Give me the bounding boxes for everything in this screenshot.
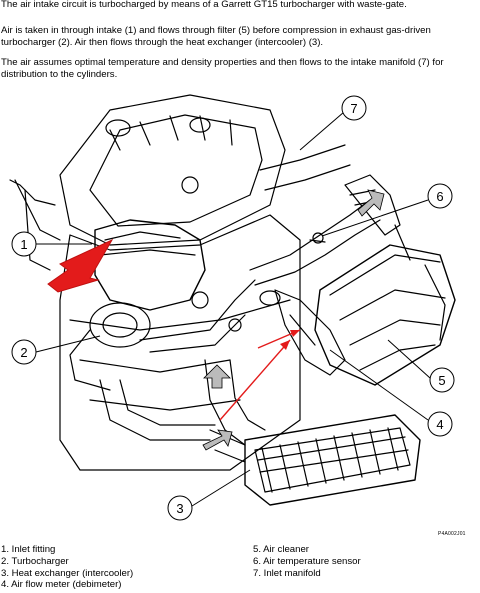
callout-7: 7 xyxy=(299,95,367,151)
legend-item: 6. Air temperature sensor xyxy=(253,555,361,567)
svg-text:5: 5 xyxy=(438,373,445,388)
callout-2: 2 xyxy=(11,335,101,365)
air-cleaner xyxy=(314,244,456,386)
svg-text:2: 2 xyxy=(20,345,27,360)
intake-pipes xyxy=(99,144,381,446)
intercooler xyxy=(209,414,421,506)
callout-1: 1 xyxy=(11,231,92,257)
legend-left: 1. Inlet fitting 2. Turbocharger 3. Heat… xyxy=(1,544,133,591)
callout-4: 4 xyxy=(329,349,453,437)
svg-text:3: 3 xyxy=(176,501,183,516)
legend-item: 4. Air flow meter (debimeter) xyxy=(1,579,122,591)
flow-arrow-1 xyxy=(219,339,291,421)
inlet-fitting xyxy=(94,219,206,311)
callout-3: 3 xyxy=(167,469,251,521)
intro-paragraph-3: The air assumes optimal temperature and … xyxy=(1,57,444,80)
figure-code: P4A002J01 xyxy=(438,531,466,537)
engine-block xyxy=(9,94,301,471)
callout-5: 5 xyxy=(387,339,455,393)
intro-paragraph-1: The air intake circuit is turbocharged b… xyxy=(1,0,407,10)
legend-item: 7. Inlet manifold xyxy=(253,567,321,579)
engine-air-intake-diagram: 1 2 3 4 5 6 7 xyxy=(9,94,456,521)
airflow-arrows xyxy=(47,189,385,451)
air-temperature-sensor xyxy=(309,232,326,244)
legend-item: 5. Air cleaner xyxy=(253,544,309,555)
svg-text:6: 6 xyxy=(436,189,443,204)
legend-right: 5. Air cleaner 6. Air temperature sensor… xyxy=(253,544,361,579)
intro-paragraph-2: Air is taken in through intake (1) and f… xyxy=(1,25,431,48)
svg-text:7: 7 xyxy=(350,101,357,116)
legend-item: 2. Turbocharger xyxy=(1,555,69,567)
air-flow-meter xyxy=(259,289,346,376)
svg-text:1: 1 xyxy=(20,237,27,252)
callouts: 1 2 3 4 5 6 7 xyxy=(11,95,455,521)
callout-6: 6 xyxy=(321,183,453,237)
svg-text:4: 4 xyxy=(436,417,443,432)
legend-item: 3. Heat exchanger (intercooler) xyxy=(1,567,134,579)
big-intake-arrow xyxy=(47,238,114,293)
turbocharger xyxy=(69,279,256,391)
legend-item: 1. Inlet fitting xyxy=(1,544,56,555)
